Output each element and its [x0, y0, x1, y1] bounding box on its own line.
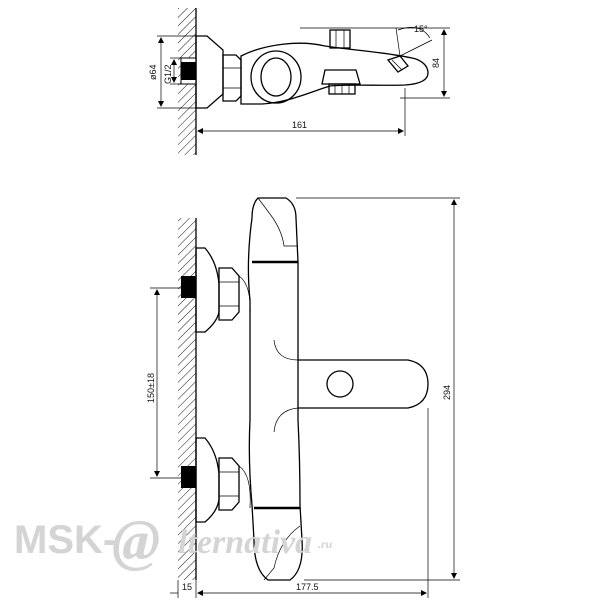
hex-nut-upper [218, 267, 240, 321]
dim-height-top-label: 84 [431, 58, 441, 68]
dim-angle-label: 15° [414, 24, 428, 34]
dim-spacing-label: 150±18 [146, 373, 156, 403]
hose-connector [386, 55, 409, 73]
watermark-brand: MSK- [14, 518, 116, 562]
watermark: MSK- @ lternativa .ru [14, 508, 333, 573]
watermark-at: @ [112, 508, 160, 573]
handle-ring [250, 50, 302, 104]
inlet-pipe-lower [181, 466, 196, 488]
watermark-site: lternativa [178, 524, 312, 561]
diverter-knob [329, 29, 351, 49]
escutcheon-lower [195, 437, 220, 523]
dim-thread-label: G1/2 [163, 64, 173, 84]
dim-wall-label: 15 [182, 582, 192, 592]
dim-width-top-label: 161 [292, 120, 307, 130]
inlet-pipe-upper [181, 276, 196, 298]
dim-height-front-label: 294 [442, 385, 452, 400]
dim-total-width-label: 177.5 [296, 582, 319, 592]
mixer-body-top [240, 42, 429, 105]
thread-pipe [181, 62, 196, 80]
watermark-tld: .ru [318, 537, 333, 551]
top-view: 15° 84 161 ø64 G1/2 [148, 8, 450, 155]
handle-ring-inner [260, 57, 292, 97]
hex-nut-lower [218, 457, 240, 511]
escutcheon-top [195, 35, 224, 109]
hex-nut-top [222, 54, 242, 102]
mixer-body-front [247, 197, 303, 581]
front-view: 294 150±18 177.5 15 [146, 197, 460, 598]
spout-arm [298, 359, 429, 409]
spout-outlet [326, 370, 354, 398]
escutcheon-upper [195, 247, 220, 333]
spout-collar [321, 69, 361, 85]
wall-hatch-front [178, 218, 196, 580]
dim-diameter-label: ø64 [148, 64, 158, 80]
